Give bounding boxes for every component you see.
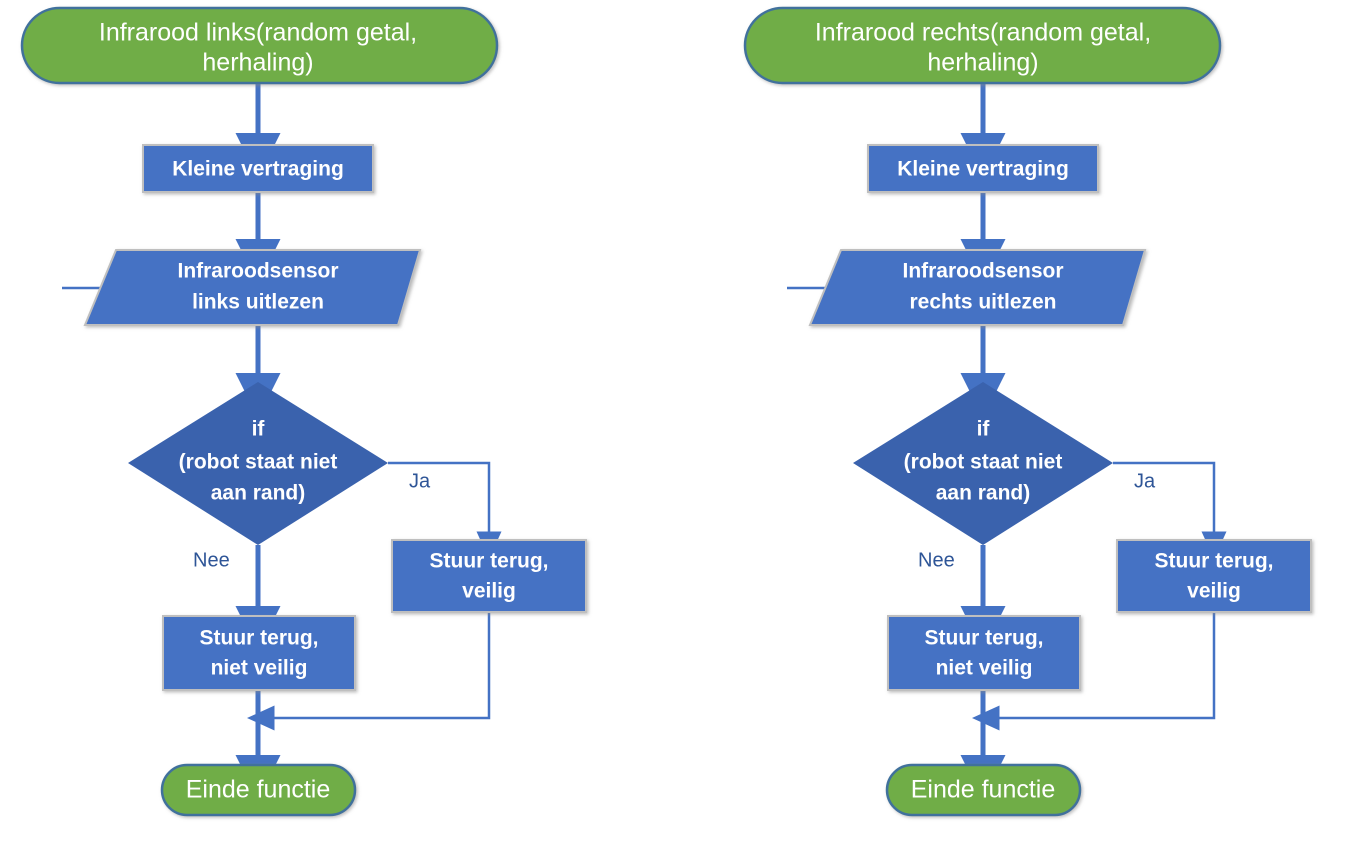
left-yes-box[interactable]: Stuur terug, veilig bbox=[391, 539, 587, 613]
left-decision-label-line2: (robot staat niet bbox=[179, 451, 338, 474]
edge-veilig-to-join bbox=[247, 612, 491, 731]
right-sensor-label-line1: Infraroodsensor bbox=[902, 260, 1063, 283]
left-decision-node[interactable]: if (robot staat niet aan rand) bbox=[128, 382, 388, 545]
edge-yes-branch bbox=[1113, 461, 1227, 559]
left-sensor-shape[interactable] bbox=[83, 249, 422, 326]
right-no-box[interactable]: Stuur terug, niet veilig bbox=[887, 615, 1081, 691]
right-decision-label-line2: (robot staat niet bbox=[904, 451, 1063, 474]
left-sensor-label-line2: links uitlezen bbox=[192, 291, 324, 314]
left-yes-box-shape[interactable] bbox=[391, 539, 587, 613]
left-no-box-shape[interactable] bbox=[162, 615, 356, 691]
left-yes-label: Ja bbox=[409, 470, 431, 492]
left-end-label: Einde functie bbox=[186, 776, 331, 804]
left-no-label: Nee bbox=[193, 549, 230, 571]
right-no-label: Nee bbox=[918, 549, 955, 571]
right-sensor-label-line2: rechts uitlezen bbox=[909, 291, 1056, 314]
right-yes-box[interactable]: Stuur terug, veilig bbox=[1116, 539, 1312, 613]
left-end-node[interactable]: Einde functie bbox=[160, 763, 357, 817]
right-no-box-line2: niet veilig bbox=[936, 657, 1033, 680]
left-sensor-label-line1: Infraroodsensor bbox=[177, 260, 338, 283]
left-no-box-line1: Stuur terug, bbox=[200, 627, 319, 650]
left-decision-shape[interactable] bbox=[128, 382, 388, 545]
right-decision-label-line1: if bbox=[977, 418, 991, 441]
left-decision-label-line1: if bbox=[252, 418, 266, 441]
right-yes-box-shape[interactable] bbox=[1116, 539, 1312, 613]
right-delay-node[interactable]: Kleine vertraging bbox=[867, 144, 1099, 193]
left-yes-box-line2: veilig bbox=[462, 580, 516, 603]
left-end-shape[interactable] bbox=[160, 763, 357, 817]
chart-right: Infrarood rechts(random getal, herhaling… bbox=[743, 6, 1312, 817]
left-no-box[interactable]: Stuur terug, niet veilig bbox=[162, 615, 356, 691]
left-delay-node[interactable]: Kleine vertraging bbox=[142, 144, 374, 193]
left-delay-label: Kleine vertraging bbox=[172, 158, 344, 181]
right-delay-shape[interactable] bbox=[867, 144, 1099, 193]
right-end-shape[interactable] bbox=[885, 763, 1082, 817]
left-connectors bbox=[62, 83, 502, 800]
right-start-shape[interactable] bbox=[743, 6, 1222, 85]
right-yes-label: Ja bbox=[1134, 470, 1156, 492]
left-start-shape[interactable] bbox=[20, 6, 499, 85]
left-start-node[interactable]: Infrarood links(random getal, herhaling) bbox=[20, 6, 499, 85]
left-no-box-line2: niet veilig bbox=[211, 657, 308, 680]
left-decision-label-line3: aan rand) bbox=[211, 482, 306, 505]
left-start-label-line2: herhaling) bbox=[202, 49, 313, 77]
right-yes-box-line1: Stuur terug, bbox=[1155, 550, 1274, 573]
chart-left: Infrarood links(random getal, herhaling)… bbox=[20, 6, 587, 817]
left-start-label-line1: Infrarood links(random getal, bbox=[99, 19, 417, 47]
right-connectors bbox=[787, 83, 1227, 800]
left-delay-shape[interactable] bbox=[142, 144, 374, 193]
right-end-label: Einde functie bbox=[911, 776, 1056, 804]
right-no-box-line1: Stuur terug, bbox=[925, 627, 1044, 650]
right-delay-label: Kleine vertraging bbox=[897, 158, 1069, 181]
right-yes-box-line2: veilig bbox=[1187, 580, 1241, 603]
right-start-node[interactable]: Infrarood rechts(random getal, herhaling… bbox=[743, 6, 1222, 85]
edge-veilig-to-join bbox=[972, 612, 1216, 731]
right-start-label-line2: herhaling) bbox=[927, 49, 1038, 77]
right-end-node[interactable]: Einde functie bbox=[885, 763, 1082, 817]
right-sensor-node[interactable]: Infraroodsensor rechts uitlezen bbox=[808, 249, 1147, 326]
right-sensor-shape[interactable] bbox=[808, 249, 1147, 326]
left-sensor-node[interactable]: Infraroodsensor links uitlezen bbox=[83, 249, 422, 326]
left-yes-box-line1: Stuur terug, bbox=[430, 550, 549, 573]
right-decision-node[interactable]: if (robot staat niet aan rand) bbox=[853, 382, 1113, 545]
right-decision-label-line3: aan rand) bbox=[936, 482, 1031, 505]
right-no-box-shape[interactable] bbox=[887, 615, 1081, 691]
right-start-label-line1: Infrarood rechts(random getal, bbox=[815, 19, 1151, 47]
right-decision-shape[interactable] bbox=[853, 382, 1113, 545]
edge-yes-branch bbox=[388, 461, 502, 559]
